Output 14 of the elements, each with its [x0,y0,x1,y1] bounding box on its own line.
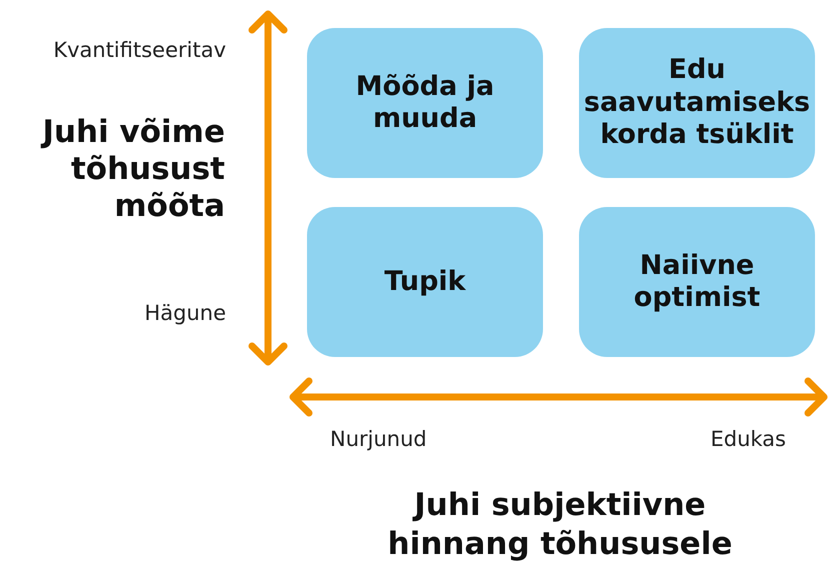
axis-end-label: Edukas [710,427,786,451]
quadrant-box [307,28,543,178]
quadrant-box [579,28,815,178]
quadrant-label: Mõõda ja muuda [354,70,496,136]
quadrant-label: Naiivne optimist [632,250,762,314]
quadrant-label: Tupik [384,266,466,298]
quadrant-box [579,207,815,357]
axis-title: Juhi subjektiivne hinnang tõhususele [386,486,734,564]
axis-title: Juhi võime tõhusust mõõta [40,114,225,226]
axis-end-label: Nurjunud [330,427,427,451]
quadrant-label: Edu saavutamiseks korda tsüklit [584,54,810,152]
axis-end-label: Kvantifitseeritav [53,38,226,62]
quadrant-box [307,207,543,357]
axis-end-label: Hägune [144,301,226,325]
